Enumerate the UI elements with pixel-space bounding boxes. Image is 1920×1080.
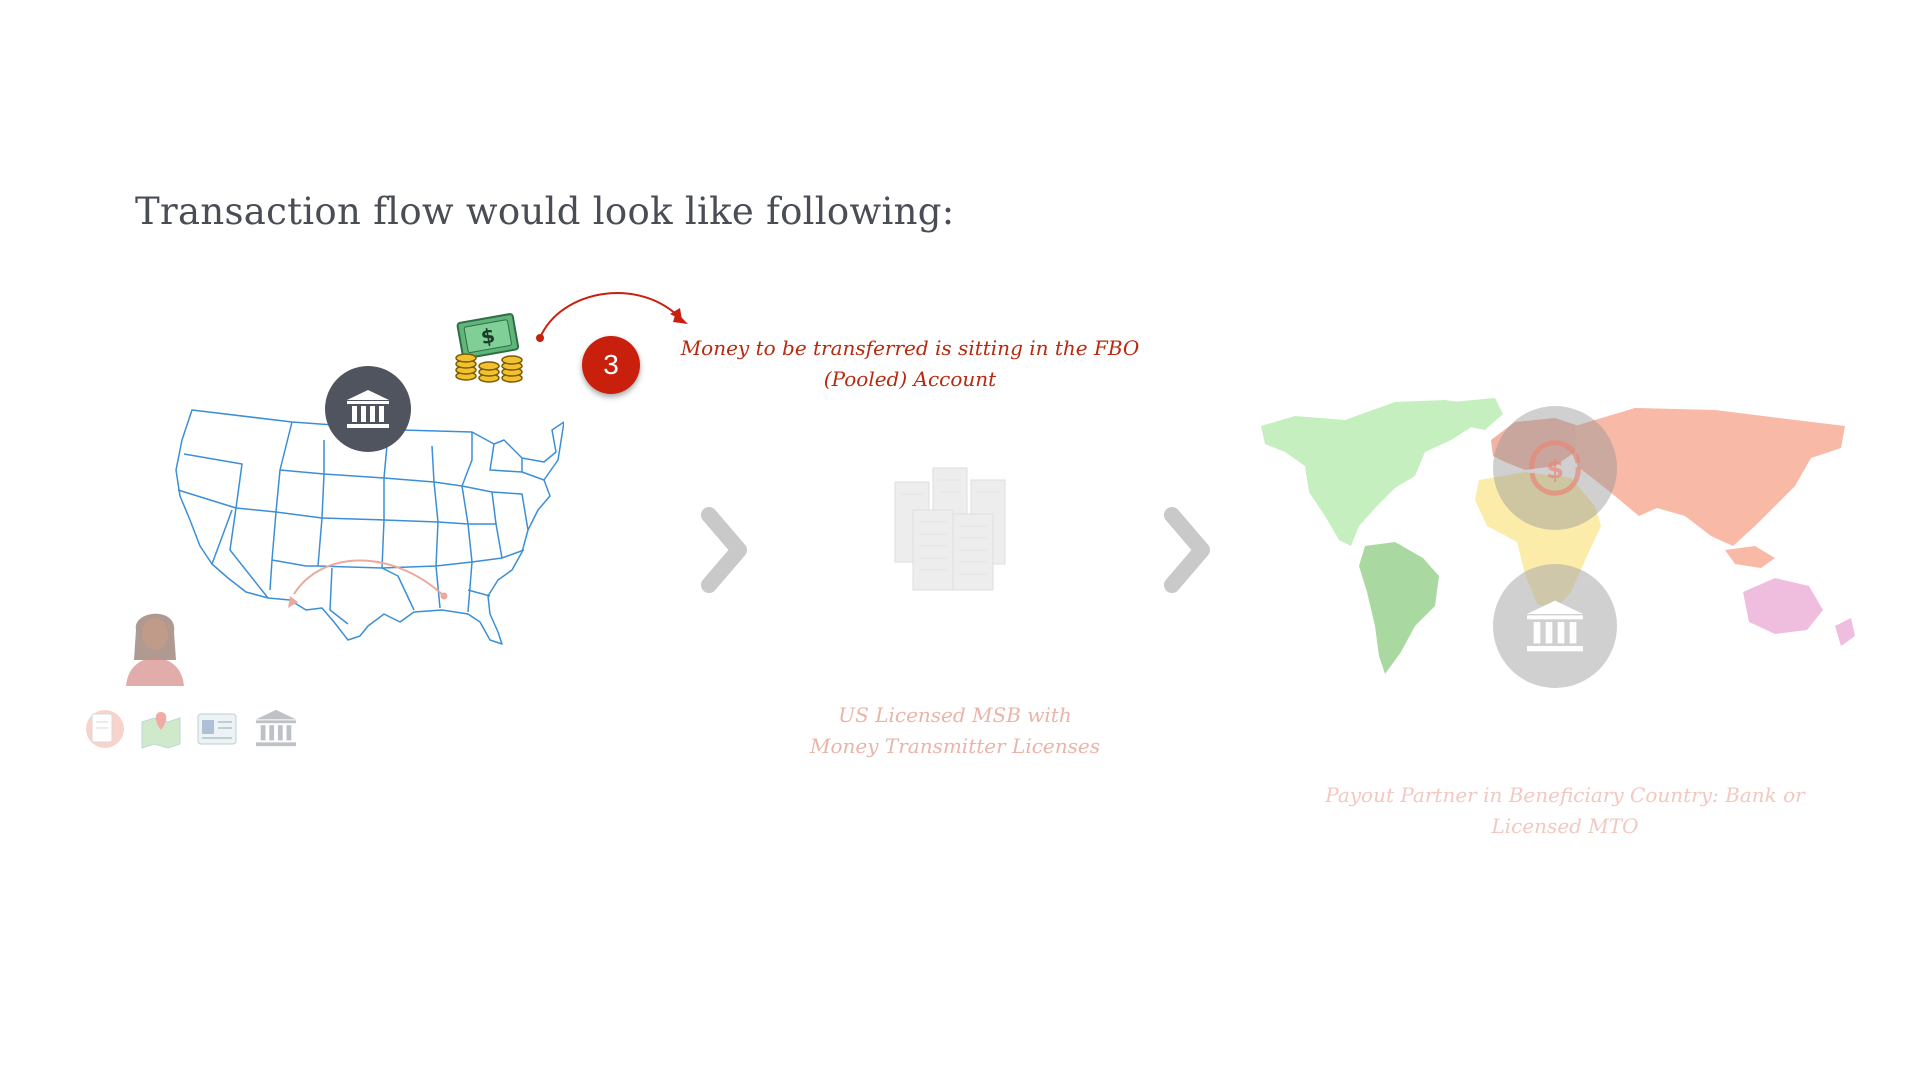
bank-icon bbox=[1527, 600, 1583, 652]
transfer-arrow bbox=[536, 292, 688, 342]
step-note: Money to be transferred is sitting in th… bbox=[660, 333, 1160, 395]
svg-text:$: $ bbox=[479, 323, 497, 349]
step-note-line: Money to be transferred is sitting in th… bbox=[680, 336, 1140, 360]
page-title: Transaction flow would look like followi… bbox=[135, 190, 955, 233]
money-stack-icon: $ bbox=[455, 313, 523, 383]
payout-bank-node bbox=[1493, 564, 1617, 688]
payout-label-line: Payout Partner in Beneficiary Country: B… bbox=[1325, 783, 1805, 807]
msb-label: US Licensed MSB with Money Transmitter L… bbox=[745, 700, 1165, 762]
map-icon bbox=[141, 712, 181, 749]
person-avatar-icon bbox=[126, 613, 184, 686]
step-number-badge: 3 bbox=[582, 336, 640, 394]
chevron-right-icon bbox=[701, 507, 747, 593]
msb-label-line: US Licensed MSB with bbox=[838, 703, 1072, 727]
payout-label: Payout Partner in Beneficiary Country: B… bbox=[1265, 780, 1865, 842]
region-europe bbox=[1491, 418, 1585, 470]
requirements-icons bbox=[84, 706, 304, 750]
region-asia bbox=[1575, 408, 1845, 546]
bank-icon bbox=[255, 709, 297, 747]
us-bank-node bbox=[325, 366, 411, 452]
payout-label-line: Licensed MTO bbox=[1491, 814, 1639, 838]
region-north-america bbox=[1261, 400, 1485, 546]
msb-label-line: Money Transmitter Licenses bbox=[809, 734, 1100, 758]
currency-exchange-node: $ bbox=[1493, 406, 1617, 530]
office-buildings-icon bbox=[894, 467, 1006, 591]
svg-text:$: $ bbox=[1546, 455, 1564, 485]
bank-icon bbox=[347, 390, 389, 428]
region-oceania bbox=[1743, 578, 1823, 634]
region-south-america bbox=[1359, 542, 1439, 674]
currency-exchange-icon: $ bbox=[1529, 440, 1581, 496]
id-document-icon bbox=[86, 710, 124, 748]
id-card-icon bbox=[197, 713, 237, 745]
chevron-right-icon bbox=[1164, 507, 1210, 593]
step-note-line: (Pooled) Account bbox=[823, 367, 997, 391]
us-map bbox=[175, 409, 564, 645]
